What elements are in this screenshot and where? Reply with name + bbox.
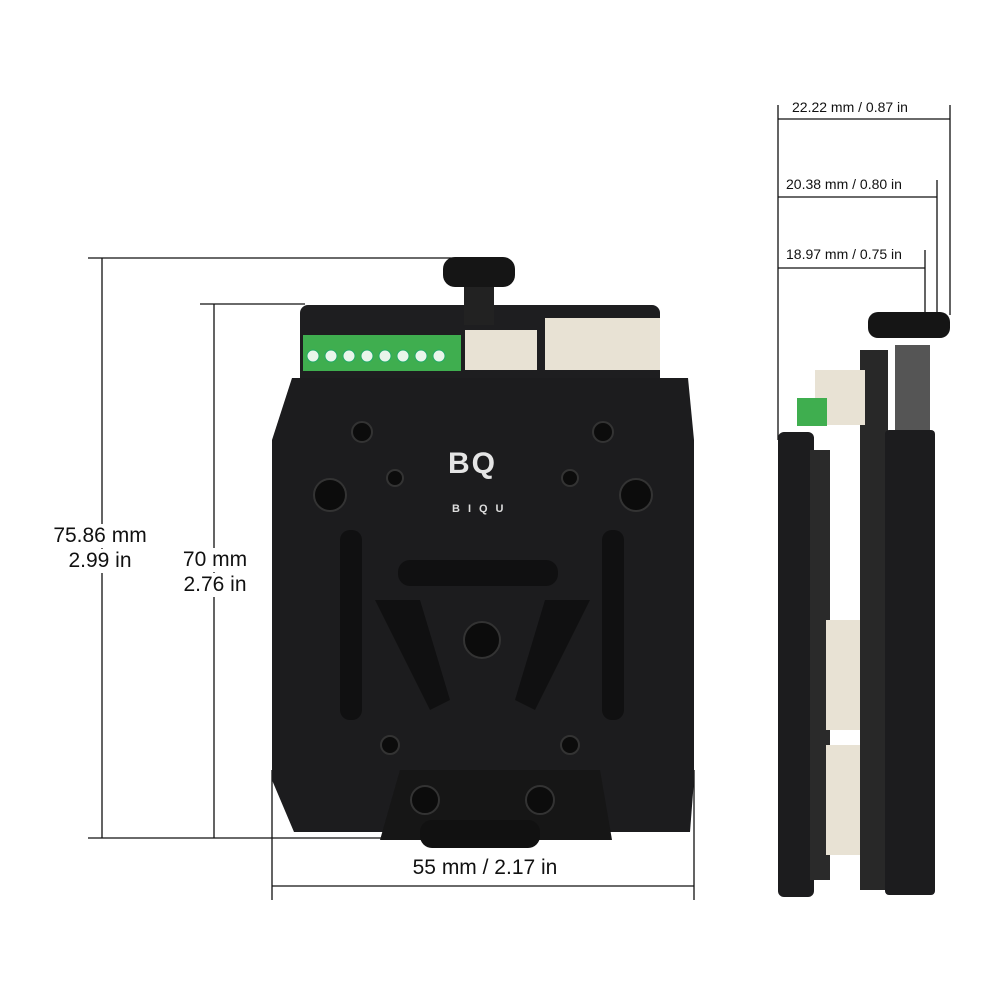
width-dimension: 55 mm / 2.17 in (390, 856, 580, 880)
side-view (778, 312, 950, 897)
total-height-mm: 75.86 mm (30, 524, 170, 548)
depth-mid: 20.38 mm / 0.80 in (786, 176, 902, 192)
body-height-in: 2.76 in (165, 573, 265, 597)
body-height-mm: 70 mm (165, 548, 265, 572)
logo-mark: BQ (448, 447, 497, 480)
logo-text: BIQU (452, 503, 512, 515)
front-view (272, 257, 694, 848)
depth-total: 22.22 mm / 0.87 in (792, 99, 908, 115)
total-height-in: 2.99 in (30, 549, 170, 573)
depth-body: 18.97 mm / 0.75 in (786, 246, 902, 262)
